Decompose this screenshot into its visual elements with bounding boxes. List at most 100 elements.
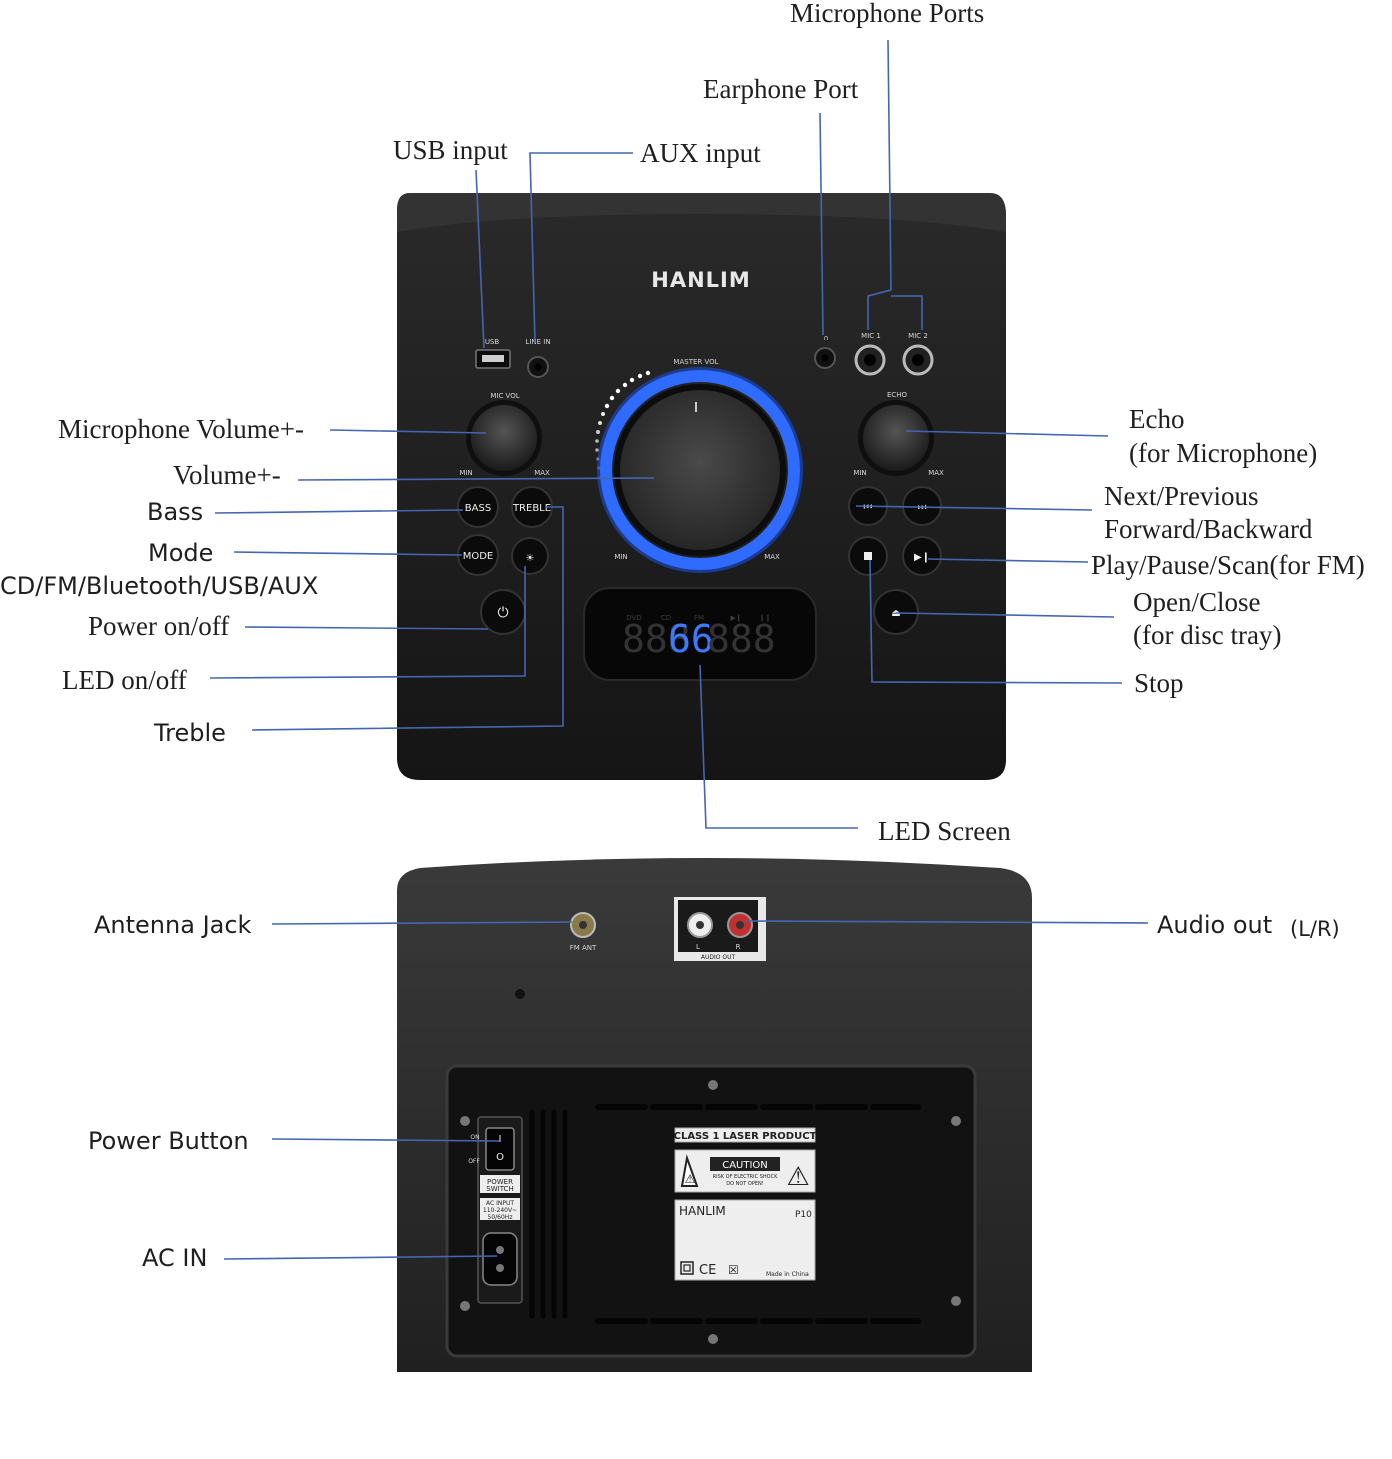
label-aux-input: AUX input [640, 138, 761, 168]
audio-out-plate-label: AUDIO OUT [701, 954, 736, 961]
line-in-label: LINE IN [525, 338, 550, 346]
label-volume: Volume+- [173, 460, 281, 490]
made-in-label: Made in China [766, 1271, 809, 1278]
caution-sub-1: RISK OF ELECTRIC SHOCK [713, 1174, 778, 1180]
led-button [511, 537, 549, 575]
label-bass: Bass [147, 498, 203, 526]
master-vol-min: MIN [614, 553, 627, 561]
mode-button-label: MODE [463, 551, 494, 562]
label-stop: Stop [1134, 668, 1184, 698]
label-microphone-volume: Microphone Volume+- [58, 414, 304, 444]
dvd-indicator: DVD [626, 614, 641, 622]
mic-volume-knob [471, 405, 537, 471]
ce-mark: CE [699, 1263, 716, 1278]
play-pause-icon: ▶❙ [914, 552, 930, 563]
mic-vol-label: MIC VOL [490, 392, 519, 400]
mic2-label: MIC 2 [908, 332, 928, 340]
mic-vol-min: MIN [459, 469, 472, 477]
led-digits-right: 888 [707, 617, 776, 661]
label-mode-sources: CD/FM/Bluetooth/USB/AUX [0, 572, 318, 600]
label-open-close-sub: (for disc tray) [1133, 620, 1281, 650]
top-panel: HANLIM USB LINE IN ∩ MIC 1 MIC 2 MIC VOL… [397, 193, 1006, 780]
label-echo-sub: (for Microphone) [1129, 438, 1317, 468]
label-forward-backward: Forward/Backward [1104, 514, 1313, 544]
switch-off-mark: O [496, 1152, 504, 1163]
master-vol-max: MAX [764, 553, 780, 561]
double-insulation-icon [680, 1261, 694, 1275]
rating-label [674, 1199, 816, 1281]
left-channel-label: L [696, 943, 700, 951]
label-usb-input: USB input [393, 135, 508, 165]
echo-knob [863, 405, 929, 471]
label-earphone-port: Earphone Port [703, 74, 859, 104]
label-open-close: Open/Close [1133, 587, 1261, 617]
cd-indicator: CD [661, 614, 671, 622]
callout-labels: Microphone Ports Earphone Port USB input… [0, 0, 1365, 1272]
label-play-pause: Play/Pause/Scan(for FM) [1091, 550, 1365, 580]
laser-label [674, 1127, 816, 1143]
label-power-on-off: Power on/off [88, 611, 229, 641]
rear-brand: HANLIM [679, 1204, 726, 1218]
side-vents [529, 1109, 568, 1319]
stop-icon [864, 552, 872, 560]
leader-lines [209, 39, 1149, 1260]
label-power-button: Power Button [88, 1127, 249, 1155]
caution-text: CAUTION [722, 1160, 768, 1171]
pause-indicator: ❙❙ [759, 614, 771, 622]
bass-button-label: BASS [465, 503, 491, 514]
rear-power-switch [485, 1127, 515, 1171]
power-switch-label-2: SWITCH [486, 1185, 513, 1193]
led-digits-left: 888 [622, 617, 691, 661]
brand-logo: HANLIM [651, 268, 751, 292]
warning-icon: ⚠ [685, 1172, 696, 1186]
ac-input-label-1: AC INPUT [486, 1200, 514, 1207]
fm-indicator: FM [694, 614, 704, 622]
led-digits-active: 66 [668, 617, 714, 661]
previous-icon: ⏮ [864, 502, 873, 513]
sun-icon: ☀ [526, 553, 535, 564]
label-microphone-ports: Microphone Ports [790, 0, 984, 28]
warning-icon-right: ⚠ [786, 1162, 809, 1192]
rear-panel: FM ANT L R AUDIO OUT [397, 858, 1032, 1372]
label-next-previous: Next/Previous [1104, 481, 1259, 511]
fm-ant-label: FM ANT [570, 944, 597, 952]
laser-label-text: CLASS 1 LASER PRODUCT [674, 1131, 817, 1142]
label-ac-in: AC IN [142, 1244, 207, 1272]
off-label: OFF [468, 1158, 480, 1165]
label-led-screen: LED Screen [878, 816, 1011, 846]
eject-button [873, 589, 919, 635]
echo-label: ECHO [887, 391, 908, 399]
power-icon: ⏻ [497, 605, 508, 621]
play-indicator: ▶❙ [730, 614, 741, 622]
ac-input-label-2: 110-240V~ [483, 1207, 517, 1214]
label-mode: Mode [148, 539, 213, 567]
caution-sub-2: DO NOT OPEN! [726, 1181, 764, 1187]
usb-port-label: USB [485, 338, 500, 346]
switch-on-mark: I [499, 1134, 502, 1145]
label-led-on-off: LED on/off [62, 665, 187, 695]
ac-input-label-3: 50/60Hz [488, 1214, 513, 1221]
echo-max: MAX [928, 469, 944, 477]
label-treble: Treble [153, 719, 226, 747]
echo-min: MIN [853, 469, 866, 477]
mic-vol-max: MAX [534, 469, 550, 477]
weee-icon: ☒ [728, 1263, 739, 1277]
on-label: ON [470, 1134, 479, 1141]
mic1-label: MIC 1 [861, 332, 881, 340]
master-vol-label: MASTER VOL [673, 358, 718, 366]
ac-socket [482, 1232, 518, 1286]
play-pause-button [902, 536, 942, 576]
right-channel-label: R [736, 943, 741, 951]
label-echo: Echo [1129, 404, 1184, 434]
label-audio-out-suffix: (L/R) [1290, 917, 1340, 941]
bass-button [457, 486, 499, 528]
label-antenna-jack: Antenna Jack [94, 911, 252, 939]
power-switch-label-1: POWER [487, 1178, 513, 1186]
treble-button-label: TREBLE [512, 503, 551, 514]
headphone-icon: ∩ [823, 334, 828, 342]
volume-ring-glow [600, 370, 800, 570]
rear-model: P10 [795, 1210, 812, 1220]
label-audio-out: Audio out [1157, 911, 1272, 939]
master-volume-knob [620, 390, 780, 550]
